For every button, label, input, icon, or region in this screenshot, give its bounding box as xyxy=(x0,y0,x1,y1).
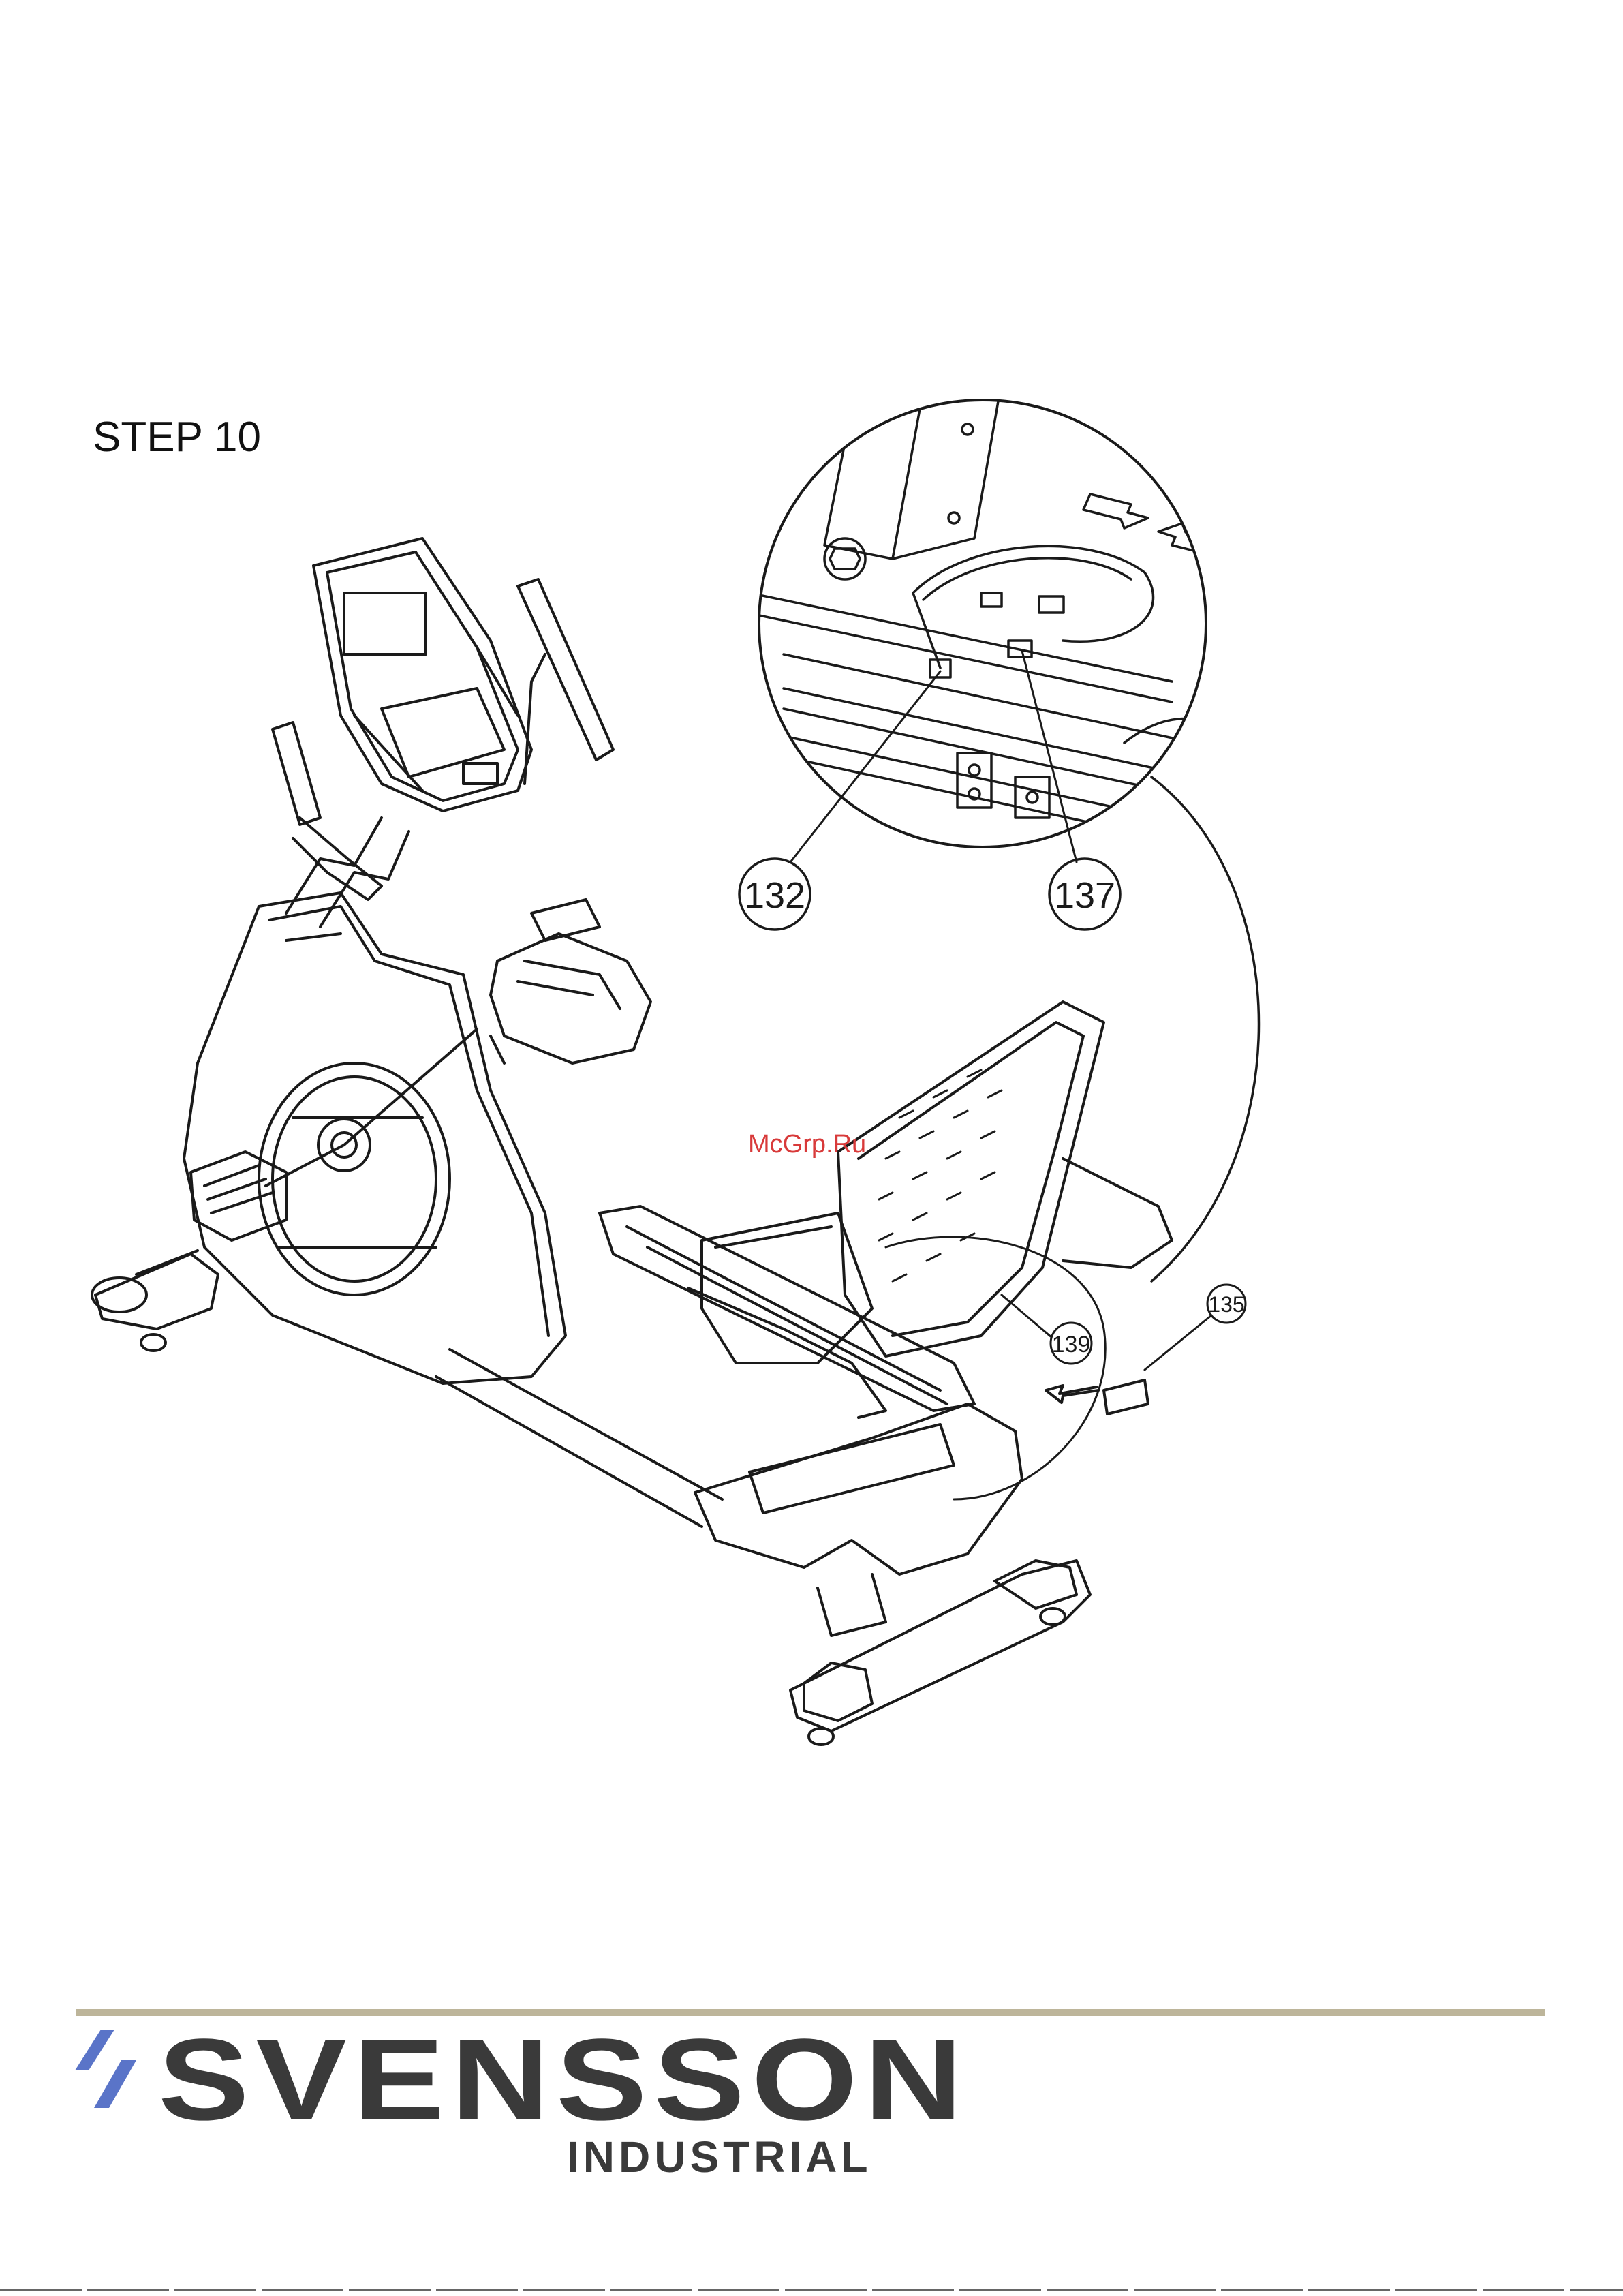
svg-text:139: 139 xyxy=(1052,1332,1091,1358)
callout-132: 132 xyxy=(739,859,810,930)
page-bottom-edge xyxy=(0,2289,1623,2291)
callout-135: 135 xyxy=(1145,1285,1246,1370)
callout-137: 137 xyxy=(1049,859,1120,930)
svg-text:137: 137 xyxy=(1054,875,1115,916)
bike-drawing xyxy=(92,538,1172,1745)
brand-name: SVENSSON xyxy=(158,2013,969,2147)
svg-text:135: 135 xyxy=(1208,1292,1244,1317)
svg-text:132: 132 xyxy=(744,875,805,916)
watermark: McGrp.Ru xyxy=(748,1130,866,1159)
callout-139: 139 xyxy=(1002,1295,1092,1364)
brand-subtitle: INDUSTRIAL xyxy=(567,2132,872,2182)
slash-logo-icon xyxy=(74,2030,149,2111)
